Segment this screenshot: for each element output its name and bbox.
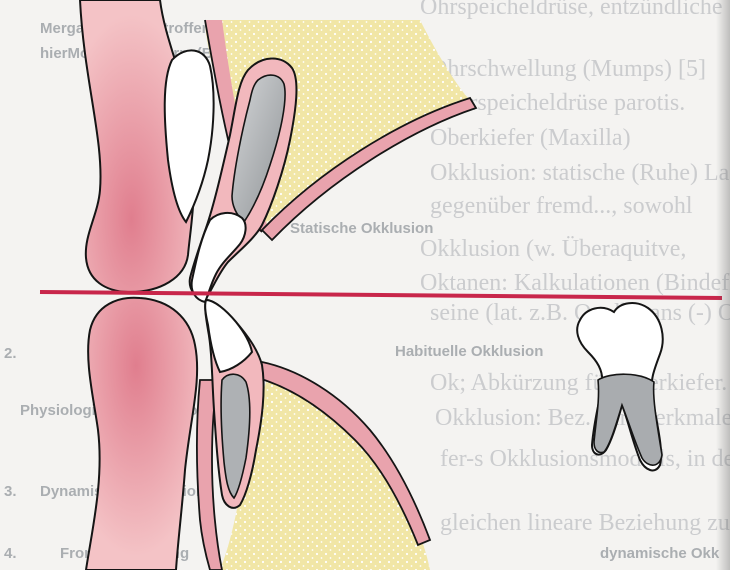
page-gutter-shadow xyxy=(716,0,730,570)
occlusal-plane-line-icon xyxy=(40,292,722,298)
molar-tooth-icon xyxy=(577,303,663,470)
lower-jaw xyxy=(197,300,430,570)
upper-jaw xyxy=(165,20,476,302)
lower-lip-icon xyxy=(86,298,197,570)
